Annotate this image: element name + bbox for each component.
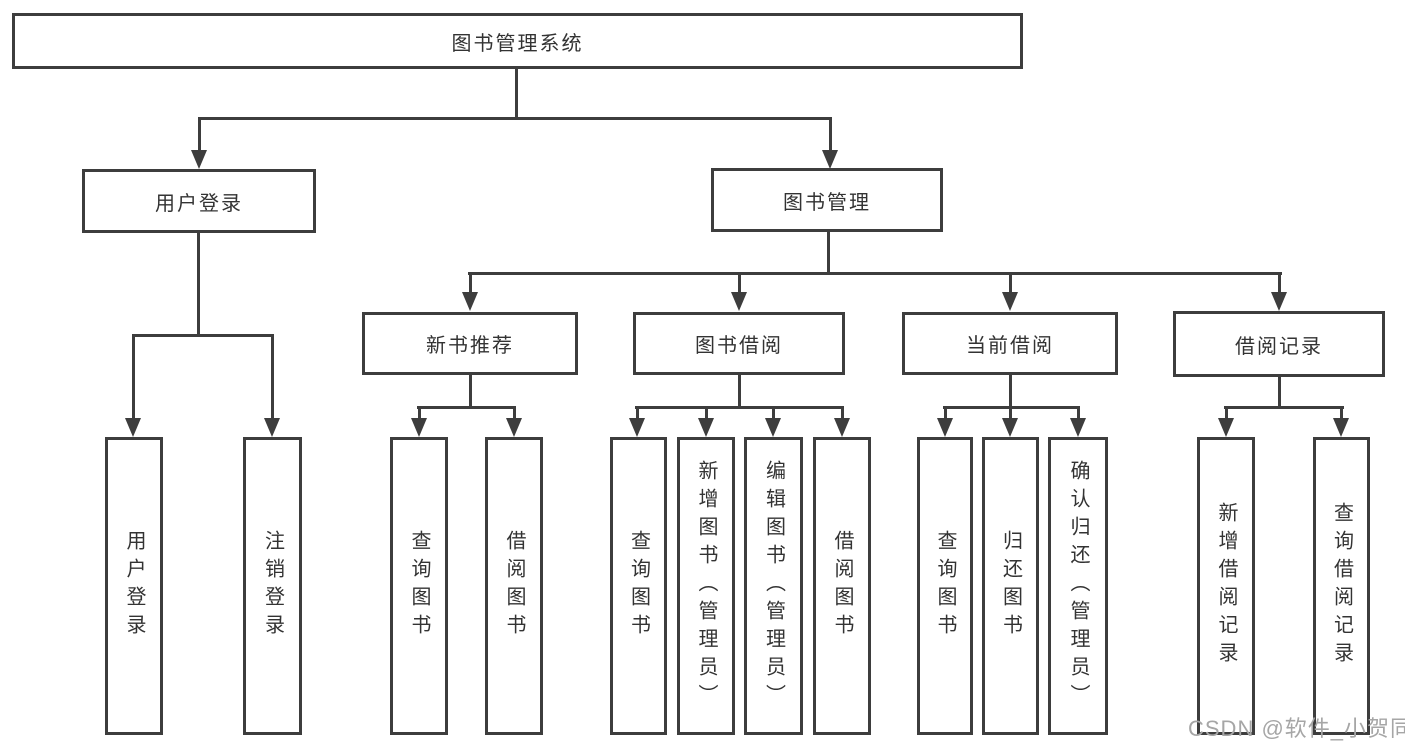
arrowhead-down-icon: [1333, 418, 1349, 437]
leaf-record-add-borrow-record: 新增借阅记录: [1197, 437, 1255, 735]
connector-line: [829, 117, 832, 151]
leaf-label: 确认归还（管理员）: [1067, 460, 1089, 712]
node-book-borrowing: 图书借阅: [633, 312, 845, 375]
connector-line: [417, 406, 516, 409]
leaf-label: 新增图书（管理员）: [695, 460, 717, 712]
connector-line: [469, 272, 472, 294]
leaf-label: 借阅图书: [831, 530, 853, 642]
leaf-label: 注销登录: [261, 530, 284, 642]
connector-line: [1278, 377, 1281, 409]
connector-line: [1340, 406, 1343, 420]
connector-line: [469, 374, 472, 409]
arrowhead-down-icon: [1070, 418, 1086, 437]
leaf-label: 编辑图书（管理员）: [762, 460, 785, 712]
leaf-borrow-edit-books-admin: 编辑图书（管理员）: [744, 437, 803, 735]
connector-line: [515, 68, 518, 120]
connector-line: [271, 334, 274, 419]
connector-line: [132, 334, 135, 419]
arrowhead-down-icon: [411, 418, 427, 437]
leaf-record-query-borrow-record: 查询借阅记录: [1313, 437, 1370, 735]
node-current-borrowing: 当前借阅: [902, 312, 1118, 375]
csdn-watermark: CSDN @软件_小贺同学: [1188, 716, 1405, 741]
connector-line: [705, 406, 708, 420]
connector-line: [1224, 406, 1344, 409]
arrowhead-down-icon: [462, 292, 478, 311]
leaf-label: 查询图书: [627, 530, 650, 642]
connector-line: [513, 406, 516, 420]
leaf-label: 新增借阅记录: [1215, 502, 1237, 670]
leaf-borrow-query-books: 查询图书: [610, 437, 667, 735]
connector-line: [1278, 272, 1281, 294]
connector-line: [132, 334, 274, 337]
connector-line: [738, 374, 741, 409]
connector-line: [418, 406, 421, 420]
arrowhead-down-icon: [765, 418, 781, 437]
leaf-user-login: 用户登录: [105, 437, 163, 735]
leaf-label: 查询借阅记录: [1330, 502, 1353, 670]
connector-line: [1009, 272, 1012, 294]
leaf-label: 用户登录: [123, 530, 145, 642]
arrowhead-down-icon: [1002, 292, 1018, 311]
arrowhead-down-icon: [834, 418, 850, 437]
leaf-borrow-add-books-admin: 新增图书（管理员）: [677, 437, 735, 735]
arrowhead-down-icon: [1271, 292, 1287, 311]
leaf-borrow-borrow-books: 借阅图书: [813, 437, 871, 735]
leaf-label: 查询图书: [934, 530, 956, 642]
arrowhead-down-icon: [937, 418, 953, 437]
leaf-current-return-books: 归还图书: [982, 437, 1039, 735]
leaf-newbook-borrow-books: 借阅图书: [485, 437, 543, 735]
leaf-label: 借阅图书: [503, 530, 525, 642]
arrowhead-down-icon: [731, 292, 747, 311]
leaf-current-query-books: 查询图书: [917, 437, 973, 735]
arrowhead-down-icon: [698, 418, 714, 437]
leaf-newbook-query-books: 查询图书: [390, 437, 448, 735]
connector-line: [197, 232, 200, 336]
leaf-label: 归还图书: [999, 530, 1022, 642]
arrowhead-down-icon: [822, 150, 838, 169]
node-borrow-records: 借阅记录: [1173, 311, 1385, 377]
node-new-book-recommend: 新书推荐: [362, 312, 578, 375]
connector-line: [841, 406, 844, 420]
arrowhead-down-icon: [264, 418, 280, 437]
connector-line: [198, 117, 832, 120]
connector-line: [1009, 374, 1012, 409]
connector-line: [635, 406, 844, 409]
arrowhead-down-icon: [629, 418, 645, 437]
node-user-login: 用户登录: [82, 169, 316, 233]
connector-line: [738, 272, 741, 294]
connector-line: [772, 406, 775, 420]
node-root-library-system: 图书管理系统: [12, 13, 1023, 69]
connector-line: [636, 406, 639, 420]
connector-line: [1225, 406, 1228, 420]
connector-line: [468, 272, 1282, 275]
node-book-management: 图书管理: [711, 168, 943, 232]
connector-line: [944, 406, 947, 420]
arrowhead-down-icon: [1002, 418, 1018, 437]
connector-line: [1077, 406, 1080, 420]
leaf-label: 查询图书: [408, 530, 430, 642]
connector-line: [198, 117, 201, 151]
connector-line: [1009, 406, 1012, 420]
arrowhead-down-icon: [506, 418, 522, 437]
arrowhead-down-icon: [191, 150, 207, 169]
connector-line: [827, 232, 830, 275]
arrowhead-down-icon: [125, 418, 141, 437]
leaf-current-confirm-return-admin: 确认归还（管理员）: [1048, 437, 1108, 735]
leaf-user-logout: 注销登录: [243, 437, 302, 735]
arrowhead-down-icon: [1218, 418, 1234, 437]
